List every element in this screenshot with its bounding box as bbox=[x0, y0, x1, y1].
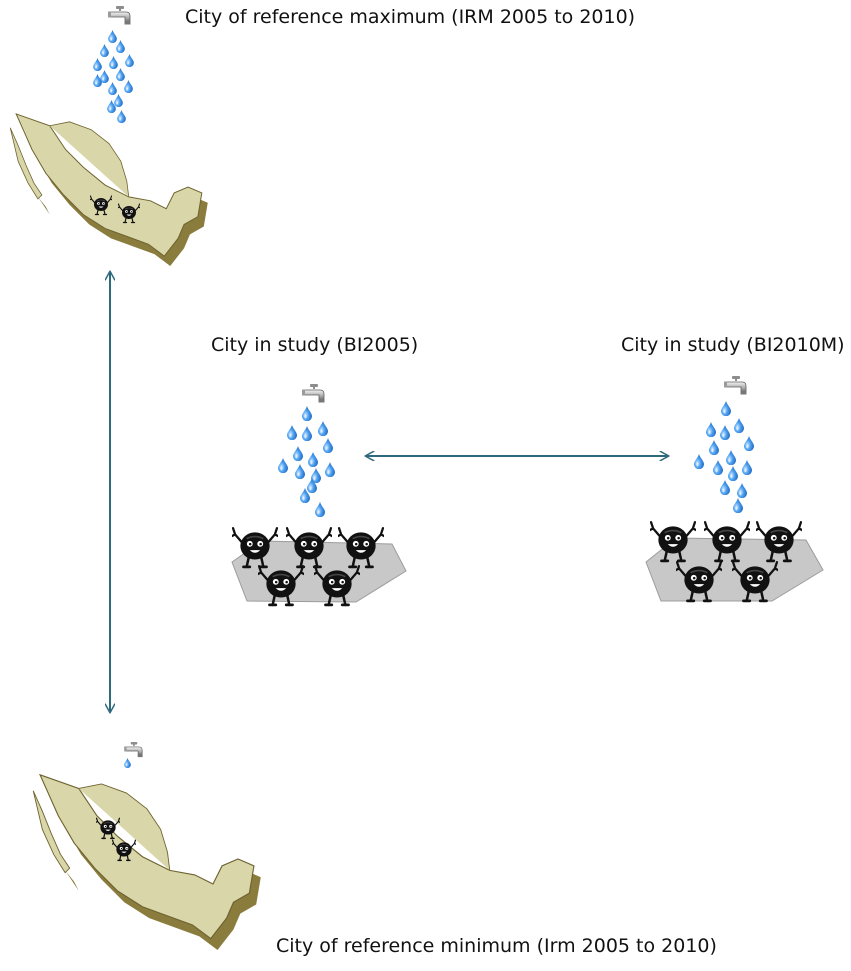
water-drop-icon bbox=[318, 421, 328, 436]
mexico-map-icon bbox=[32, 774, 262, 950]
map-reference-minimum bbox=[32, 774, 262, 950]
water-drop-icon bbox=[125, 54, 134, 67]
water-drop-icon bbox=[734, 418, 744, 433]
water-drop-icon bbox=[124, 80, 133, 93]
water-drop-icon bbox=[302, 406, 312, 421]
water-drop-icon bbox=[720, 425, 730, 440]
water-drop-icon bbox=[117, 110, 126, 123]
city-study-2010 bbox=[645, 376, 824, 603]
mexico-map-icon bbox=[9, 113, 209, 266]
water-drop-icon bbox=[720, 480, 730, 495]
water-drop-icon bbox=[744, 436, 754, 451]
water-drop-icon bbox=[308, 452, 318, 467]
water-drop-icon bbox=[302, 426, 312, 441]
water-drop-icon bbox=[116, 40, 125, 53]
water-drop-icon bbox=[114, 94, 123, 107]
water-drop-icon bbox=[713, 460, 723, 475]
water-drop-icon bbox=[737, 483, 747, 498]
water-drop-icon bbox=[728, 466, 738, 481]
water-drop-icon bbox=[124, 758, 131, 768]
faucet-icon bbox=[302, 384, 325, 403]
water-drop-icon bbox=[278, 458, 288, 473]
water-drop-icon bbox=[742, 460, 752, 475]
water-drop-icon bbox=[108, 30, 117, 43]
label-study-2005: City in study (BI2005) bbox=[211, 334, 419, 356]
map-reference-maximum bbox=[9, 113, 209, 266]
label-reference-minimum: City of reference minimum (Irm 2005 to 2… bbox=[276, 935, 717, 957]
water-drop-icon bbox=[726, 450, 736, 465]
water-drop-icon bbox=[733, 498, 743, 513]
water-reference-maximum bbox=[93, 6, 134, 123]
water-drop-icon bbox=[721, 401, 731, 416]
faucet-icon bbox=[724, 376, 747, 395]
water-drop-icon bbox=[709, 440, 719, 455]
water-drop-icon bbox=[295, 464, 305, 479]
faucet-icon bbox=[124, 742, 144, 758]
water-drop-icon bbox=[293, 446, 303, 461]
water-drop-icon bbox=[100, 44, 109, 57]
water-drop-icon bbox=[109, 56, 118, 69]
water-drop-icon bbox=[108, 82, 117, 95]
label-reference-maximum: City of reference maximum (IRM 2005 to 2… bbox=[185, 6, 636, 28]
water-drop-icon bbox=[315, 502, 325, 517]
city-study-2005 bbox=[231, 384, 407, 607]
water-drop-icon bbox=[325, 462, 335, 477]
faucet-icon bbox=[108, 6, 131, 25]
water-reference-minimum bbox=[124, 742, 144, 768]
water-drop-icon bbox=[694, 454, 704, 469]
water-drop-icon bbox=[323, 438, 333, 453]
water-drop-icon bbox=[93, 74, 102, 87]
water-drop-icon bbox=[116, 68, 125, 81]
water-drop-icon bbox=[287, 425, 297, 440]
water-drop-icon bbox=[93, 58, 102, 71]
label-study-2010: City in study (BI2010M) bbox=[621, 334, 845, 356]
water-drop-icon bbox=[706, 422, 716, 437]
